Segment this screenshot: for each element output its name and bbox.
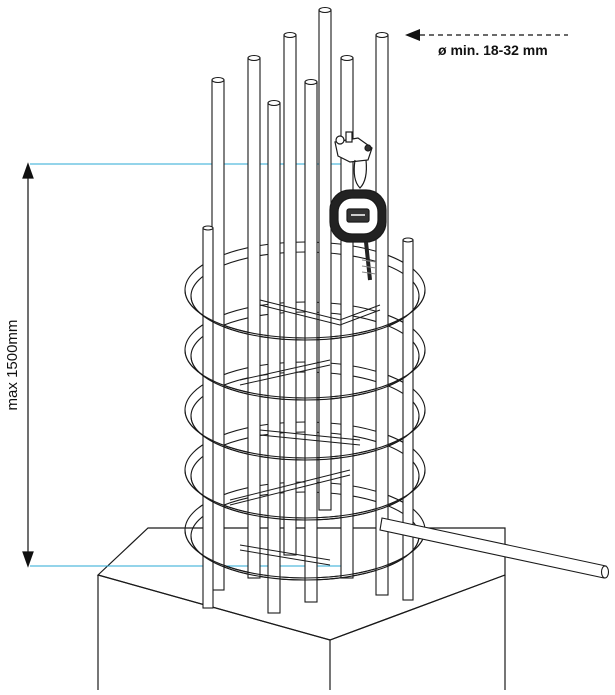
support-bar bbox=[379, 517, 610, 579]
rebar-rods bbox=[202, 6, 414, 614]
rebar-rod bbox=[211, 79, 225, 591]
spiral-rings-front bbox=[184, 289, 426, 581]
concrete-base bbox=[96, 527, 506, 690]
height-dimension bbox=[22, 162, 34, 568]
arrow-left-icon bbox=[405, 29, 568, 41]
self-retracting-lifeline-icon bbox=[329, 131, 387, 281]
inner-links bbox=[229, 299, 381, 566]
rebar-rod bbox=[283, 34, 297, 556]
rebar-rod bbox=[402, 239, 414, 601]
rod-diameter-label: ø min. 18-32 mm bbox=[438, 42, 548, 58]
max-height-label: max 1500mm bbox=[4, 320, 21, 411]
rebar-rod bbox=[267, 102, 281, 614]
rebar-rod bbox=[304, 81, 318, 603]
measure-guides bbox=[30, 163, 345, 567]
rebar-rod bbox=[318, 9, 332, 511]
rebar-rod bbox=[202, 227, 214, 609]
rebar-rod bbox=[375, 34, 389, 596]
